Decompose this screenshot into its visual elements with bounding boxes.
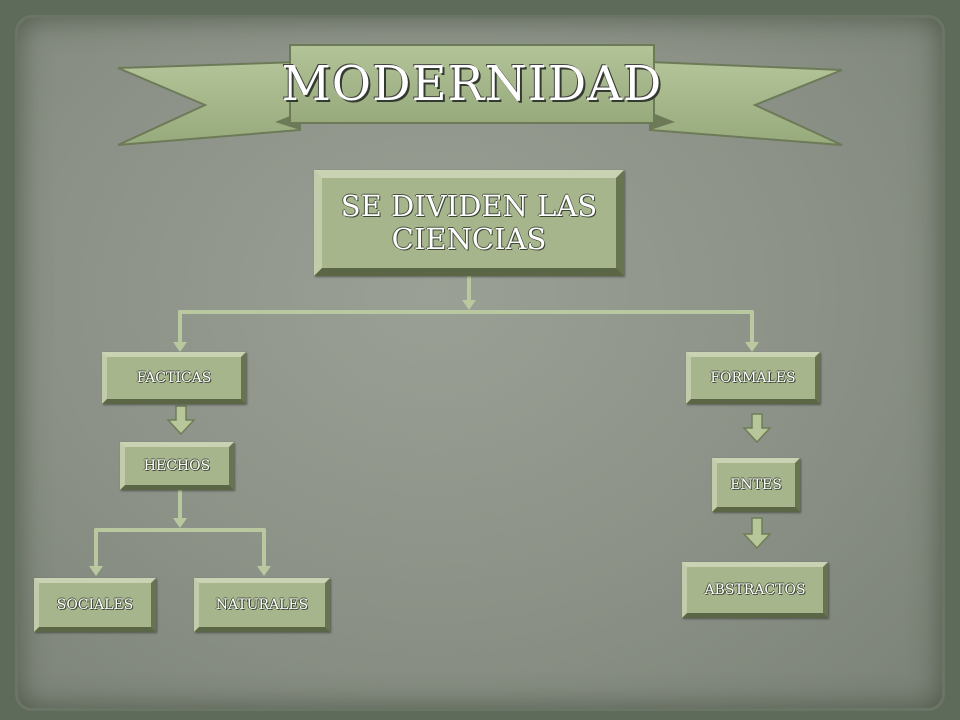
node-abstractos-label: ABSTRACTOS bbox=[704, 582, 806, 598]
title-banner-ribbon bbox=[117, 44, 843, 146]
node-formales-label: FORMALES bbox=[710, 370, 796, 386]
arrow-entes-abstractos bbox=[742, 517, 772, 550]
connector-arrowheads bbox=[89, 300, 759, 576]
ribbon-right-fold bbox=[650, 112, 675, 130]
node-naturales-label: NATURALES bbox=[215, 597, 309, 613]
ribbon-right-tail bbox=[649, 60, 843, 146]
arrow-facticas-hechos bbox=[166, 405, 196, 436]
node-facticas: FACTICAS bbox=[102, 352, 246, 404]
node-hechos: HECHOS bbox=[120, 442, 234, 490]
node-sociales-label: SOCIALES bbox=[56, 597, 134, 613]
node-formales: FORMALES bbox=[686, 352, 820, 404]
root-connector-lines bbox=[94, 274, 754, 570]
page-title: MODERNIDAD bbox=[281, 56, 663, 112]
node-naturales: NATURALES bbox=[194, 578, 330, 632]
node-entes-label: ENTES bbox=[730, 477, 782, 493]
ribbon-left-tail bbox=[117, 60, 301, 146]
block-arrows bbox=[166, 405, 772, 550]
ribbon-center bbox=[289, 44, 655, 124]
node-hechos-label: HECHOS bbox=[143, 458, 211, 474]
node-sociales: SOCIALES bbox=[34, 578, 156, 632]
root-node-label: SE DIVIDEN LAS CIENCIAS bbox=[340, 188, 598, 256]
node-entes: ENTES bbox=[712, 458, 800, 512]
node-facticas-label: FACTICAS bbox=[136, 370, 212, 386]
arrow-formales-entes bbox=[742, 413, 772, 444]
root-node-box: SE DIVIDEN LAS CIENCIAS bbox=[314, 170, 624, 276]
node-abstractos: ABSTRACTOS bbox=[682, 562, 828, 618]
